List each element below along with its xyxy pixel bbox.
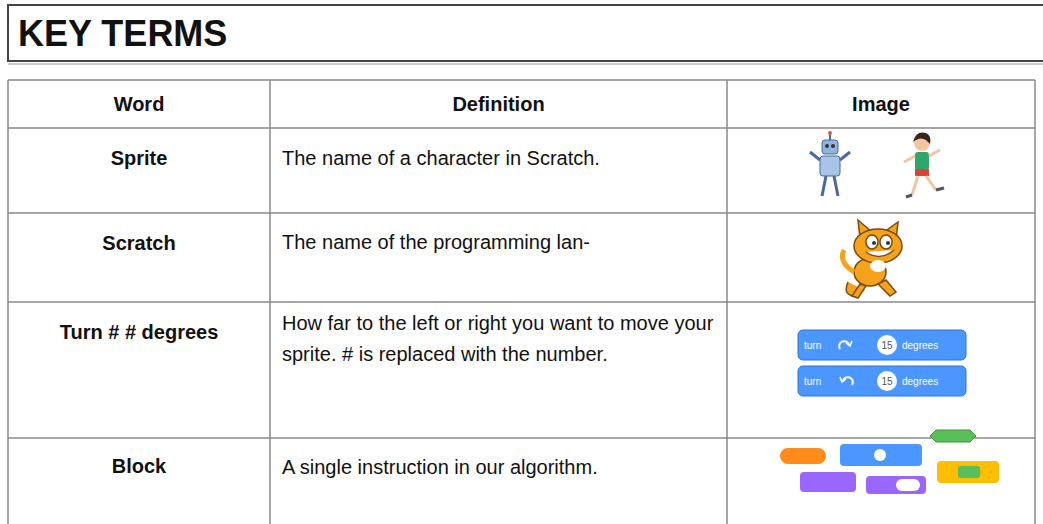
block-number: 15: [877, 371, 897, 391]
scratch-cat: [842, 220, 902, 298]
column-header: Definition: [270, 80, 727, 128]
title-box: [8, 5, 1043, 61]
title-rule: [8, 64, 1043, 65]
turn-blocks: [798, 330, 966, 396]
page-title: KEY TERMS: [18, 8, 618, 60]
definition-cell: The name of a character in Scratch.: [270, 136, 727, 180]
term-cell: Turn # # degrees: [8, 302, 270, 362]
block-text: turn: [804, 366, 838, 396]
block-text: turn: [804, 330, 838, 360]
robot-sprite: [810, 131, 850, 196]
block-text: degrees: [902, 366, 962, 396]
term-cell: Sprite: [8, 128, 270, 188]
definition-cell: How far to the left or right you want to…: [270, 308, 727, 428]
block-text: degrees: [902, 330, 962, 360]
definition-cell: The name of the programming lan-: [270, 220, 727, 264]
column-header: Image: [727, 80, 1035, 128]
table-grid: [8, 80, 1035, 524]
column-header: Word: [8, 80, 270, 128]
girl-sprite: [904, 132, 944, 197]
definition-cell: A single instruction in our algorithm.: [270, 445, 727, 489]
term-cell: Scratch: [8, 213, 270, 273]
block-number: 15: [877, 335, 897, 355]
term-cell: Block: [8, 438, 270, 494]
block-examples: [780, 430, 999, 494]
